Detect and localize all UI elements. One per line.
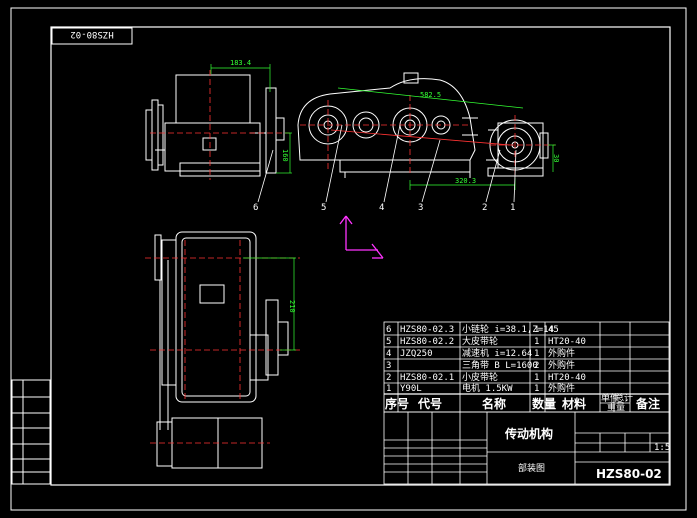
svg-text:6: 6 [253,203,258,213]
svg-text:6: 6 [386,325,391,335]
svg-text:1: 1 [534,384,539,394]
svg-text:减速机 i=12.64: 减速机 i=12.64 [462,347,532,359]
dim-gear-base: 320.3 [455,177,476,185]
motor-dims [210,64,292,174]
bom-header: 序号 代号 名称 数量 材料 单件 总计 重量 备注 [385,392,660,413]
gearbox-dims [337,87,556,190]
svg-text:3: 3 [418,203,423,213]
drawing-number: HZS80-02 [596,467,662,481]
title-block-grid [383,411,670,485]
svg-text:三角带 B L=1600: 三角带 B L=1600 [462,359,538,371]
table-row: 2 HZS80-02.1 小皮带轮 1 HT20-40 [386,371,586,383]
bom-table-grid [383,321,670,413]
dim-right-side: 30 [552,154,560,162]
svg-text:5: 5 [321,203,326,213]
svg-text:1: 1 [386,384,391,394]
dim-gear-span: 582.5 [420,91,441,99]
svg-text:3: 3 [386,361,391,371]
dim-motor-side: 160 [281,149,289,162]
dim-plan-side: 210 [288,300,296,313]
svg-text:名称: 名称 [482,396,506,411]
dim-motor-top: 183.4 [230,59,251,67]
svg-text:JZQ250: JZQ250 [400,349,433,359]
svg-text:总计: 总计 [615,392,633,404]
svg-text:材料: 材料 [561,396,586,411]
bom-rows: 6 HZS80-02.3 小链轮 i=38.1,Z=14 1 45 5 HZS8… [386,323,586,394]
svg-text:外购件: 外购件 [548,382,575,394]
svg-text:1: 1 [534,373,539,383]
svg-text:重量: 重量 [607,401,625,413]
svg-text:1: 1 [510,203,515,213]
svg-text:4: 4 [379,203,384,213]
svg-text:外购件: 外购件 [548,347,575,359]
svg-text:2: 2 [482,203,487,213]
motor-centerlines [150,70,290,180]
svg-text:HZS80-02.3: HZS80-02.3 [400,325,454,335]
callout-labels: 6 5 4 3 2 1 [253,203,515,213]
drawing-subtitle: 部装图 [518,462,545,474]
drawing-scale: 1:5 [654,443,670,453]
svg-text:2: 2 [534,361,539,371]
svg-text:数量: 数量 [532,396,556,411]
plan-dims [243,257,296,351]
svg-text:HZS80-02.2: HZS80-02.2 [400,337,454,347]
table-row: 3 三角带 B L=1600 2 外购件 [386,359,575,371]
motor-side-view [145,74,285,177]
drawing-title: 传动机构 [504,426,553,441]
table-row: 6 HZS80-02.3 小链轮 i=38.1,Z=14 1 45 [386,323,559,335]
svg-text:2: 2 [386,373,391,383]
svg-text:大皮带轮: 大皮带轮 [462,335,498,347]
svg-text:Y90L: Y90L [400,384,422,394]
svg-text:备注: 备注 [635,396,660,411]
outer-frame [10,7,687,511]
callout-leaders [257,124,517,203]
gearbox-side-view [297,72,478,178]
corner-code: HZS80-02 [70,29,113,39]
svg-text:小皮带轮: 小皮带轮 [462,371,498,383]
svg-text:5: 5 [386,337,391,347]
corner-code-box [51,27,133,45]
svg-text:代号: 代号 [417,396,442,411]
svg-text:4: 4 [386,349,391,359]
svg-text:序号: 序号 [385,396,409,411]
svg-text:HT20-40: HT20-40 [548,373,586,383]
svg-text:电机 1.5KW: 电机 1.5KW [462,382,513,394]
svg-text:HT20-40: HT20-40 [548,337,586,347]
svg-text:1: 1 [534,349,539,359]
svg-text:1: 1 [534,325,539,335]
svg-text:小链轮 i=38.1,Z=14: 小链轮 i=38.1,Z=14 [462,323,554,335]
table-row: 5 HZS80-02.2 大皮带轮 1 HT20-40 [386,335,586,347]
svg-text:HZS80-02.1: HZS80-02.1 [400,373,454,383]
svg-text:1: 1 [534,337,539,347]
view-arrow [339,215,384,259]
table-row: 1 Y90L 电机 1.5KW 1 外购件 [386,382,575,394]
gearbox-centerlines [300,95,555,178]
left-margin-table [11,379,51,485]
table-row: 4 JZQ250 减速机 i=12.64 1 外购件 [386,347,575,359]
svg-text:单件: 单件 [601,392,619,404]
svg-text:外购件: 外购件 [548,359,575,371]
svg-text:45: 45 [548,325,559,335]
inner-frame [50,26,671,486]
